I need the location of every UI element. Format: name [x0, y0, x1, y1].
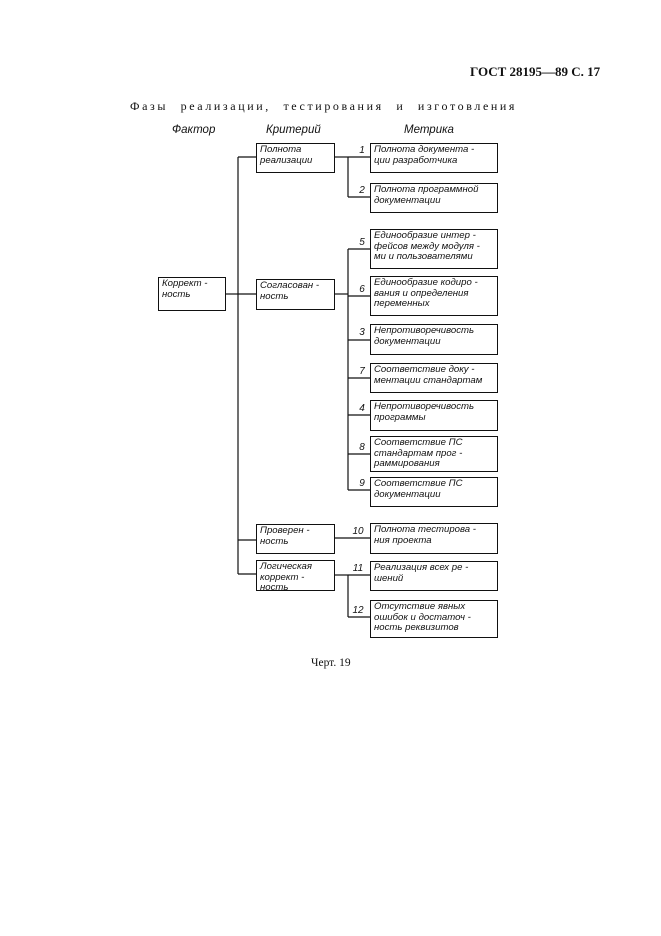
metric-box: Соответствие ПС документации [370, 477, 498, 507]
criterion-box-verifiability: Проверен - ность [256, 524, 335, 554]
metric-number: 11 [352, 563, 364, 574]
metric-number: 4 [359, 403, 365, 414]
diagram-subtitle: Фазы реализации, тестирования и изготовл… [130, 99, 518, 113]
metric-box: Соответствие ПС стандартам прог - раммир… [370, 436, 498, 472]
metric-number: 8 [359, 442, 365, 453]
metric-box: Полнота тестирова - ния проекта [370, 523, 498, 554]
page-header: ГОСТ 28195—89 С. 17 [470, 64, 601, 79]
column-heading-criterion: Критерий [266, 124, 321, 136]
column-heading-factor: Фактор [172, 124, 216, 136]
metric-number: 3 [359, 327, 365, 338]
criterion-box-consistency: Согласован - ность [256, 279, 335, 310]
figure-caption: Черт. 19 [311, 657, 351, 669]
metric-box: Непротиворечивость программы [370, 400, 498, 431]
metric-box: Полнота программной документации [370, 183, 498, 213]
metric-number: 1 [359, 145, 365, 156]
metric-box: Единообразие кодиро - вания и определени… [370, 276, 498, 316]
criterion-box-completeness: Полнота реализации [256, 143, 335, 173]
metric-box: Отсутствие явных ошибок и достаточ - нос… [370, 600, 498, 638]
metric-number: 7 [359, 366, 365, 377]
criterion-box-logical-correctness: Логическая коррект - ность [256, 560, 335, 591]
metric-box: Реализация всех ре - шений [370, 561, 498, 591]
metric-box: Непротиворечивость документации [370, 324, 498, 355]
metric-number: 10 [352, 526, 364, 537]
metric-number: 2 [359, 185, 365, 196]
column-heading-metric: Метрика [404, 124, 454, 136]
metric-number: 12 [352, 605, 364, 616]
metric-box: Соответствие доку - ментации стандартам [370, 363, 498, 393]
metric-number: 6 [359, 284, 365, 295]
factor-box: Коррект - ность [158, 277, 226, 311]
metric-box: Единообразие интер - фейсов между модуля… [370, 229, 498, 269]
metric-number: 9 [359, 478, 365, 489]
metric-number: 5 [359, 237, 365, 248]
metric-box: Полнота документа - ции разработчика [370, 143, 498, 173]
